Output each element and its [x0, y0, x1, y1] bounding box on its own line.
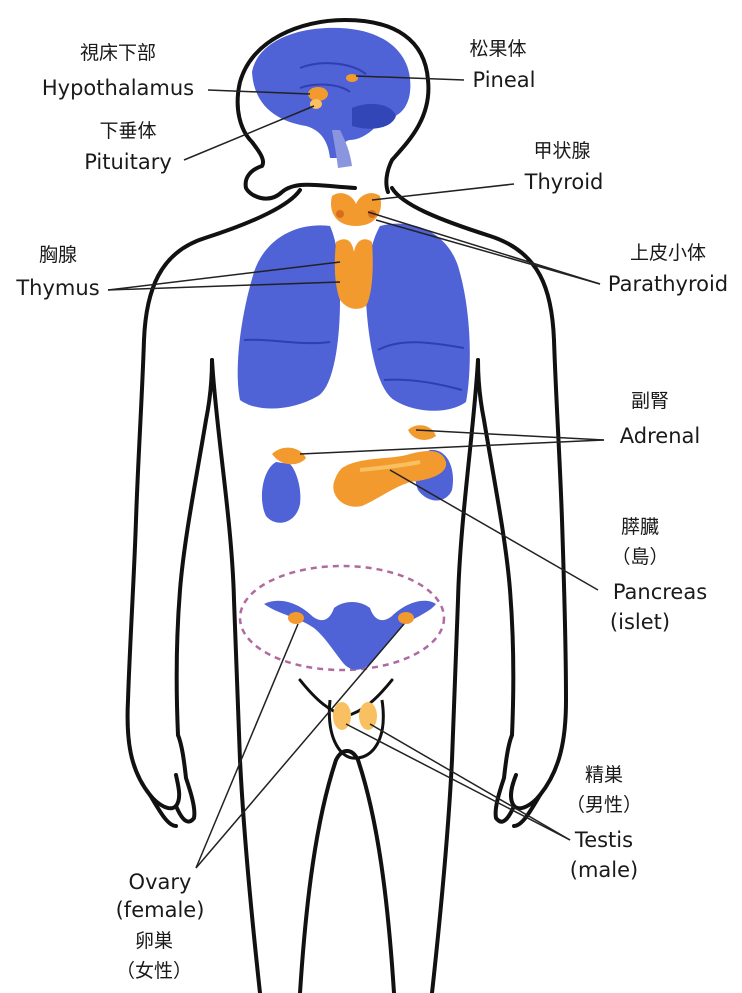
right-ovary: [398, 612, 414, 624]
ovary-label-jp-sub: （女性）: [116, 962, 192, 981]
parathyroid-label-en: Parathyroid: [608, 274, 728, 295]
testis-label-en-sub: (male): [570, 860, 638, 881]
hypothalamus-gland: [308, 87, 328, 101]
left-adrenal-gland: [272, 448, 306, 465]
thyroid-label-jp: 甲状腺: [533, 142, 590, 161]
left-inner-arm: [177, 360, 212, 735]
right-lung: [366, 224, 470, 411]
pineal-label-jp: 松果体: [469, 40, 526, 59]
parathyroid-label-jp: 上皮小体: [630, 244, 706, 263]
pituitary-label-jp: 下垂体: [99, 122, 156, 141]
pancreas-label-en-sub: (islet): [610, 612, 670, 633]
adrenal-label-jp: 副腎: [631, 392, 669, 411]
pineal-gland: [346, 74, 358, 82]
pituitary-leader: [184, 106, 314, 160]
testis-label-jp-sub: （男性）: [566, 796, 642, 815]
left-ovary: [288, 612, 304, 624]
hypothalamus-label-en: Hypothalamus: [42, 78, 194, 99]
pancreas-label-en: Pancreas: [613, 582, 707, 603]
ovary-leader-a: [196, 624, 298, 868]
right-adrenal-gland: [408, 425, 436, 440]
brain: [252, 28, 410, 168]
pancreas-label-jp: 膵臓: [621, 518, 659, 537]
testis-label-en: Testis: [575, 830, 633, 851]
thymus-label-jp: 胸腺: [39, 246, 77, 265]
thymus-label-en: Thymus: [16, 278, 99, 299]
uterus: [264, 601, 436, 670]
hypothalamus-label-jp: 視床下部: [80, 44, 156, 63]
pituitary-label-en: Pituitary: [84, 152, 172, 173]
parathyroid-gland-left: [336, 210, 344, 218]
right-inner-arm: [478, 360, 513, 735]
pancreas-label-jp-sub: （島）: [611, 548, 668, 567]
ovary-label-jp: 卵巣: [135, 932, 173, 951]
left-hand-outline: [150, 735, 194, 826]
left-torso-side: [212, 360, 260, 993]
left-lung: [238, 225, 340, 408]
thyroid-gland: [331, 193, 381, 226]
adrenal-leader-b: [416, 430, 604, 440]
pineal-label-en: Pineal: [473, 70, 536, 91]
inner-legs: [300, 751, 394, 993]
testis-leader-b: [370, 724, 570, 840]
left-kidney: [262, 462, 300, 523]
thymus-gland: [335, 239, 373, 309]
ovary-label-en: Ovary: [129, 872, 192, 893]
thyroid-label-en: Thyroid: [525, 172, 604, 193]
ovary-leader-b: [196, 624, 404, 868]
testis-label-jp: 精巣: [585, 766, 623, 785]
adrenal-label-en: Adrenal: [620, 426, 700, 447]
testis-leader-a: [346, 724, 570, 840]
ovary-label-en-sub: (female): [116, 900, 205, 921]
